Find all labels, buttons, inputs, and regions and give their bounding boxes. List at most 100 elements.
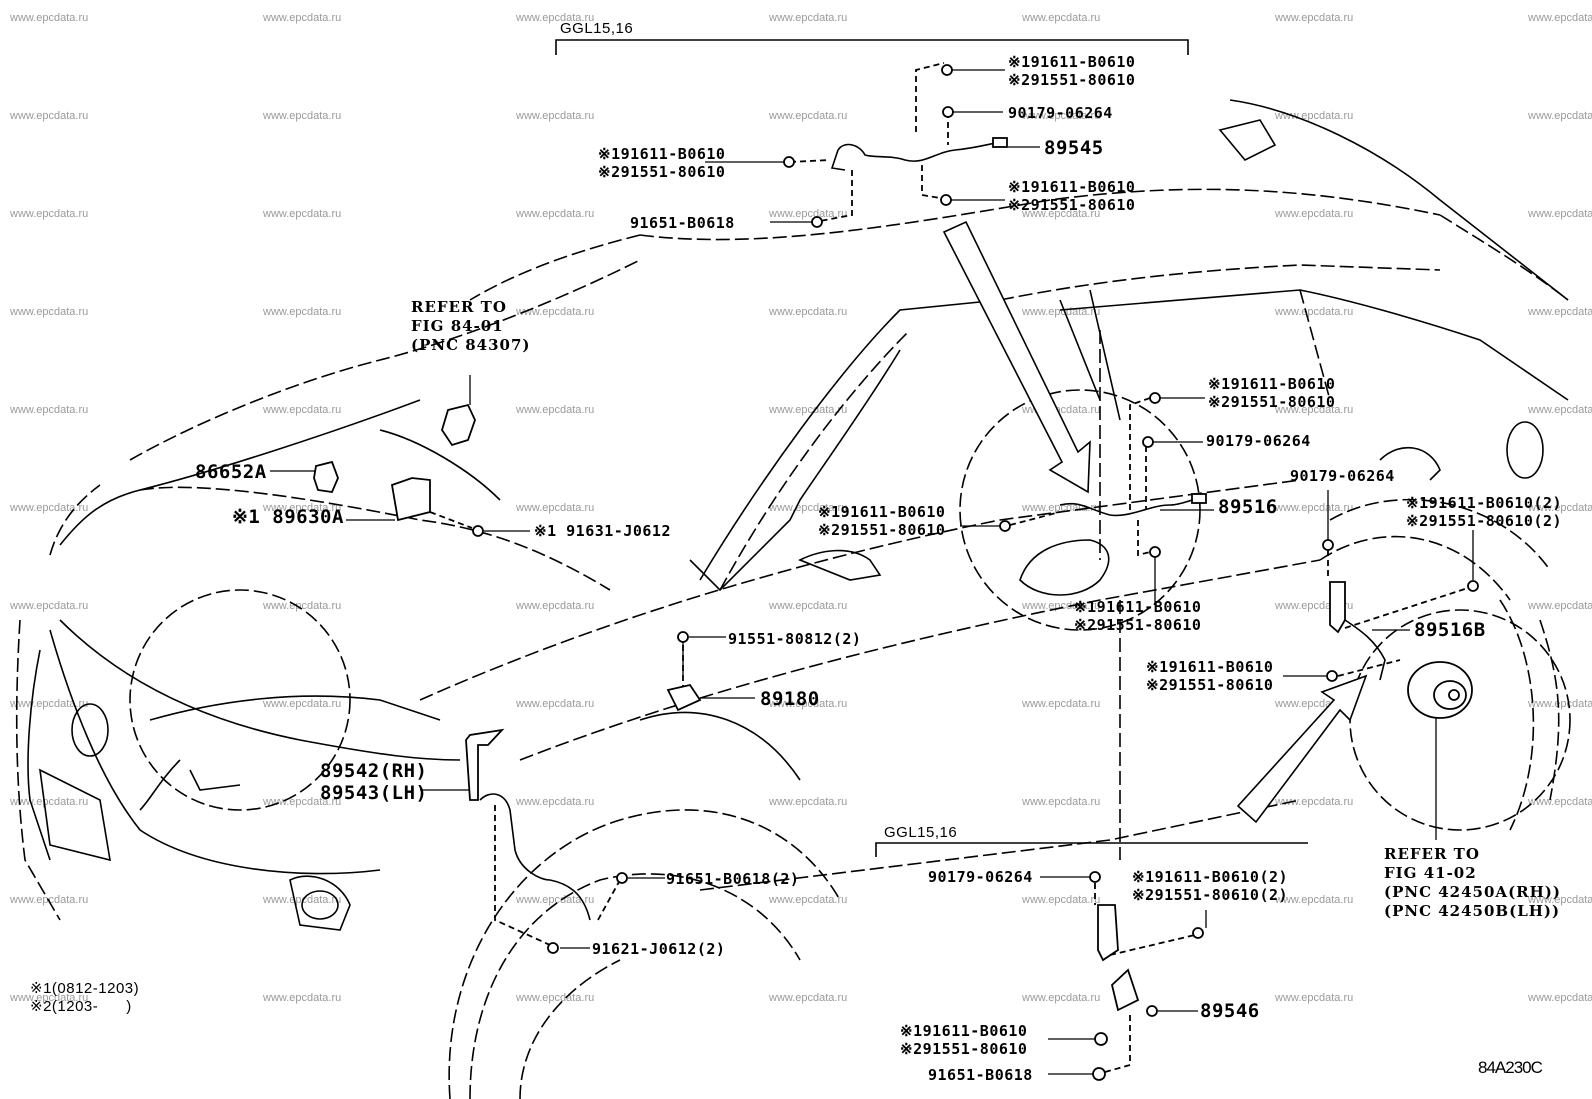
watermark-text: www.epcdata.ru [1275, 502, 1354, 514]
watermark-text: www.epcdata.ru [516, 992, 595, 1004]
callout-rear-bolt-left[interactable]: ※191611-B0610※291551-80610 [1146, 658, 1274, 694]
callout-top-bolt-left[interactable]: ※191611-B0610※291551-80610 [598, 145, 726, 181]
callout-91621-j0612[interactable]: 91621-J0612(2) [592, 940, 726, 958]
group-header-bottom: GGL15,16 [884, 824, 958, 841]
callout-89630a[interactable]: ※1 89630A [232, 506, 344, 528]
callout-top-bolt-a[interactable]: ※191611-B0610※291551-80610 [1008, 53, 1136, 89]
watermark-text: www.epcdata.ru [769, 502, 848, 514]
callout-91651-b0618-2[interactable]: 91651-B0618(2) [666, 870, 800, 888]
callout-rear-sensor-89516b[interactable]: 89516B [1414, 619, 1486, 641]
front-components [270, 375, 530, 537]
watermark-text: www.epcdata.ru [263, 110, 342, 122]
mid-sensor-harness-89516 [960, 392, 1214, 605]
watermark-text: www.epcdata.ru [1022, 12, 1101, 24]
watermark-text: www.epcdata.ru [516, 306, 595, 318]
watermark-text: www.epcdata.ru [263, 796, 342, 808]
illustration-code: 84A230C [1478, 1058, 1543, 1077]
watermark-text: www.epcdata.ru [263, 698, 342, 710]
watermark-text: www.epcdata.ru [1528, 208, 1592, 220]
callout-bot-nut[interactable]: 90179-06264 [928, 868, 1033, 886]
watermark-text: www.epcdata.ru [263, 502, 342, 514]
watermark-text: www.epcdata.ru [263, 894, 342, 906]
watermark-text: www.epcdata.ru [10, 698, 89, 710]
watermark-text: www.epcdata.ru [516, 12, 595, 24]
watermark-text: www.epcdata.ru [263, 992, 342, 1004]
callout-91631-j0612[interactable]: ※1 91631-J0612 [534, 522, 671, 540]
watermark-text: www.epcdata.ru [1022, 796, 1101, 808]
watermark-text: www.epcdata.ru [1275, 306, 1354, 318]
top-sensor-harness-89545 [783, 62, 1008, 228]
watermark-text: www.epcdata.ru [1022, 698, 1101, 710]
watermark-text: www.epcdata.ru [1275, 992, 1354, 1004]
callout-86652a[interactable]: 86652A [195, 461, 267, 483]
callout-front-sensor[interactable]: 89542(RH)89543(LH) [320, 760, 428, 804]
watermark-text: www.epcdata.ru [263, 208, 342, 220]
watermark-text: www.epcdata.ru [769, 306, 848, 318]
watermark-text: www.epcdata.ru [769, 110, 848, 122]
watermark-text: www.epcdata.ru [516, 600, 595, 612]
callout-rear-bolt-pair[interactable]: ※191611-B0610(2)※291551-80610(2) [1406, 494, 1563, 530]
callout-top-sensor-89545[interactable]: 89545 [1044, 137, 1104, 159]
watermark-text: www.epcdata.ru [1528, 12, 1592, 24]
watermark-text: www.epcdata.ru [1528, 600, 1592, 612]
watermark-text: www.epcdata.ru [1275, 796, 1354, 808]
callout-mid-bolt-a[interactable]: ※191611-B0610※291551-80610 [1208, 375, 1336, 411]
pointer-arrow-rear [1236, 674, 1368, 824]
callout-mid-bolt-below[interactable]: ※191611-B0610※291551-80610 [1074, 598, 1202, 634]
group-bracket-bottom [875, 842, 1308, 857]
watermark-text: www.epcdata.ru [1528, 894, 1592, 906]
watermark-text: www.epcdata.ru [1022, 110, 1101, 122]
watermark-text: www.epcdata.ru [769, 698, 848, 710]
callout-bot-bolt-c[interactable]: 91651-B0618 [928, 1066, 1033, 1084]
watermark-text: www.epcdata.ru [263, 12, 342, 24]
callout-bot-bolt-left[interactable]: ※191611-B0610※291551-80610 [900, 1022, 1028, 1058]
watermark-text: www.epcdata.ru [10, 992, 89, 1004]
watermark-text: www.epcdata.ru [516, 698, 595, 710]
watermark-text: www.epcdata.ru [1528, 992, 1592, 1004]
watermark-text: www.epcdata.ru [10, 306, 89, 318]
watermark-text: www.epcdata.ru [1275, 404, 1354, 416]
footnotes: ※1(0812-1203)※2(1203- ) [30, 980, 140, 1015]
watermark-text: www.epcdata.ru [1528, 404, 1592, 416]
watermark-text: www.epcdata.ru [769, 208, 848, 220]
callout-bot-bolt-pair[interactable]: ※191611-B0610(2)※291551-80610(2) [1132, 868, 1289, 904]
watermark-text: www.epcdata.ru [516, 796, 595, 808]
watermark-text: www.epcdata.ru [10, 502, 89, 514]
watermark-text: www.epcdata.ru [1528, 796, 1592, 808]
callout-top-bolt-b[interactable]: ※191611-B0610※291551-80610 [1008, 178, 1136, 214]
callout-top-nut[interactable]: 90179-06264 [1008, 104, 1113, 122]
watermark-text: www.epcdata.ru [516, 502, 595, 514]
watermark-text: www.epcdata.ru [1022, 600, 1101, 612]
watermark-text: www.epcdata.ru [769, 894, 848, 906]
callout-91551-80812[interactable]: 91551-80812(2) [728, 630, 862, 648]
callout-rear-nut[interactable]: 90179-06264 [1290, 467, 1395, 485]
callout-top-bolt-c[interactable]: 91651-B0618 [630, 214, 735, 232]
watermark-text: www.epcdata.ru [516, 110, 595, 122]
watermark-text: www.epcdata.ru [10, 600, 89, 612]
group-header-top: GGL15,16 [560, 20, 634, 37]
watermark-text: www.epcdata.ru [10, 110, 89, 122]
watermark-text: www.epcdata.ru [263, 404, 342, 416]
watermark-text: www.epcdata.ru [263, 306, 342, 318]
watermark-text: www.epcdata.ru [769, 404, 848, 416]
watermark-text: www.epcdata.ru [769, 796, 848, 808]
callout-bot-sensor-89546[interactable]: 89546 [1200, 1000, 1260, 1022]
pointer-arrow-top [942, 220, 1091, 494]
watermark-text: www.epcdata.ru [769, 600, 848, 612]
watermark-text: www.epcdata.ru [1528, 110, 1592, 122]
watermark-text: www.epcdata.ru [1022, 894, 1101, 906]
callout-89180[interactable]: 89180 [760, 688, 820, 710]
watermark-text: www.epcdata.ru [10, 12, 89, 24]
callout-mid-sensor-89516[interactable]: 89516 [1218, 496, 1278, 518]
watermark-text: www.epcdata.ru [263, 600, 342, 612]
watermark-text: www.epcdata.ru [1528, 502, 1592, 514]
callout-mid-nut-a[interactable]: 90179-06264 [1206, 432, 1311, 450]
watermark-text: www.epcdata.ru [1022, 208, 1101, 220]
watermark-text: www.epcdata.ru [1275, 110, 1354, 122]
callout-mid-bolt-left[interactable]: ※191611-B0610※291551-80610 [818, 503, 946, 539]
watermark-text: www.epcdata.ru [1275, 12, 1354, 24]
watermark-text: www.epcdata.ru [1528, 306, 1592, 318]
